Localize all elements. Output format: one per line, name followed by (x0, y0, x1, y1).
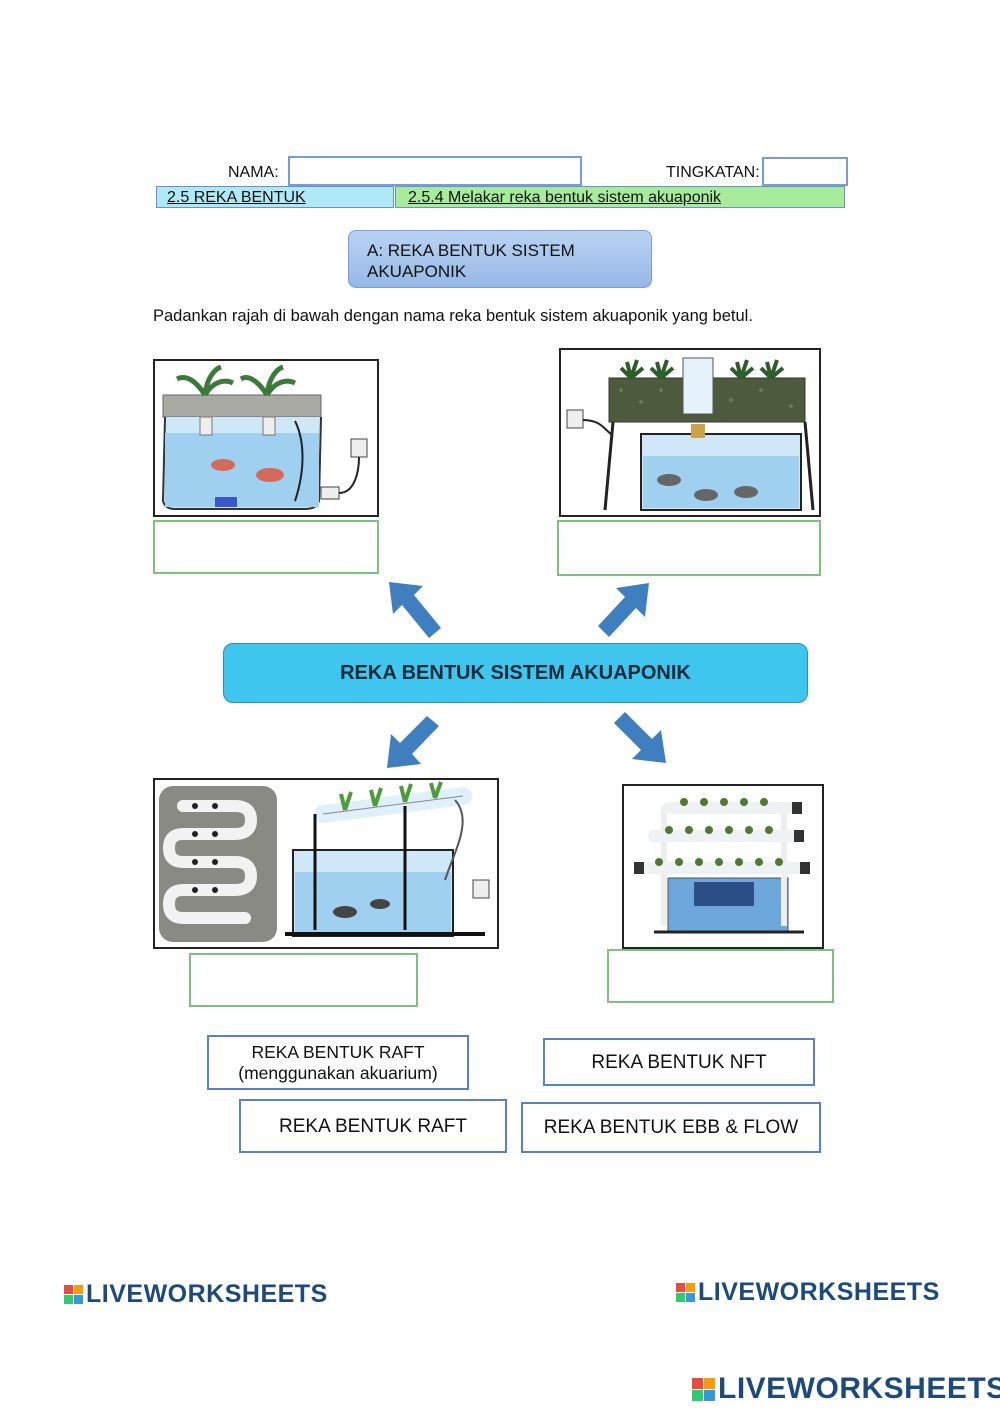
choice-raft-aquarium[interactable]: REKA BENTUK RAFT (menggunakan akuarium) (207, 1035, 469, 1090)
class-label: TINGKATAN: (666, 164, 760, 181)
arrow-up-right-icon (598, 583, 649, 637)
brand-text-right: LIVEWORKSHEETS (698, 1278, 940, 1306)
aquarium-raft-illustration (153, 359, 379, 517)
answer-box-3[interactable] (189, 953, 418, 1007)
choice-raft-text: REKA BENTUK RAFT (279, 1115, 467, 1137)
topic-text: 2.5 REKA BENTUK (167, 189, 306, 206)
section-title-line1: A: REKA BENTUK SISTEM (367, 241, 575, 260)
liveworksheets-logo-icon (692, 1377, 715, 1401)
center-banner-text: REKA BENTUK SISTEM AKUAPONIK (340, 661, 691, 684)
subtopic-cell: 2.5.4 Melakar reka bentuk sistem akuapon… (395, 186, 845, 208)
nft-illustration (622, 784, 824, 949)
brand-text-left: LIVEWORKSHEETS (86, 1280, 328, 1308)
answer-box-4[interactable] (607, 949, 834, 1003)
subtopic-text: 2.5.4 Melakar reka bentuk sistem akuapon… (408, 189, 722, 206)
choice-raft-aquarium-line2: (menggunakan akuarium) (238, 1062, 438, 1083)
name-input[interactable] (288, 156, 582, 186)
choice-nft-text: REKA BENTUK NFT (591, 1051, 767, 1073)
answer-box-1[interactable] (153, 520, 379, 574)
topic-cell: 2.5 REKA BENTUK (156, 186, 394, 208)
brand-logo-bottom: LIVEWORKSHEETS (692, 1372, 1000, 1406)
liveworksheets-logo-icon (64, 1285, 83, 1304)
arrow-down-left-icon (387, 716, 439, 768)
section-title-box: A: REKA BENTUK SISTEM AKUAPONIK (348, 230, 652, 288)
arrow-up-left-icon (389, 582, 441, 638)
arrow-down-right-icon (614, 712, 666, 763)
name-label: NAMA: (228, 164, 279, 181)
choice-nft[interactable]: REKA BENTUK NFT (543, 1038, 815, 1086)
brand-logo-right: LIVEWORKSHEETS (676, 1278, 940, 1307)
choice-ebb-flow[interactable]: REKA BENTUK EBB & FLOW (521, 1102, 821, 1153)
class-input[interactable] (762, 157, 848, 186)
ebb-flow-illustration (559, 348, 821, 517)
choice-raft[interactable]: REKA BENTUK RAFT (239, 1099, 507, 1153)
answer-box-2[interactable] (557, 520, 821, 576)
choice-ebb-flow-text: REKA BENTUK EBB & FLOW (543, 1117, 799, 1138)
section-title-line2: AKUAPONIK (367, 262, 467, 281)
brand-text-bottom: LIVEWORKSHEETS (718, 1372, 1000, 1405)
brand-logo-left: LIVEWORKSHEETS (64, 1280, 328, 1309)
center-banner: REKA BENTUK SISTEM AKUAPONIK (223, 643, 808, 703)
raft-pipe-illustration (153, 778, 499, 949)
choice-raft-aquarium-line1: REKA BENTUK RAFT (251, 1041, 425, 1062)
liveworksheets-logo-icon (676, 1283, 695, 1302)
instruction-text: Padankan rajah di bawah dengan nama reka… (153, 307, 753, 325)
